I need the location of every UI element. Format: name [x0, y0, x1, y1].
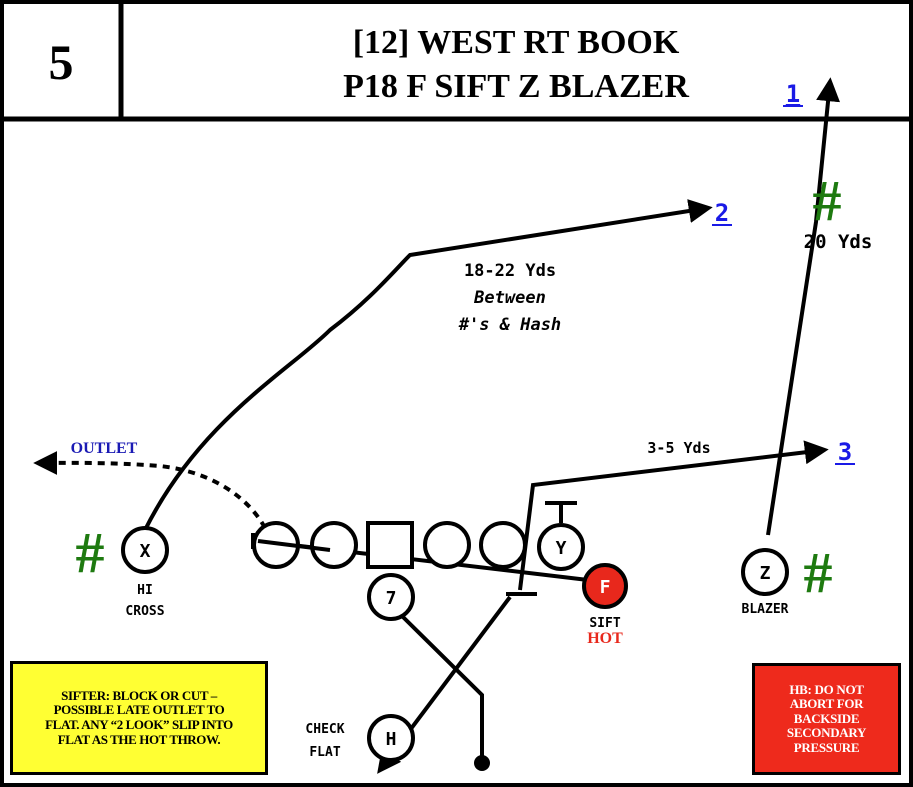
- hash-marker-z-route: #: [813, 168, 842, 233]
- player-f: [582, 563, 628, 609]
- x-route-label-1: HI: [137, 583, 153, 598]
- play-number: 5: [49, 34, 74, 90]
- f-sift-path-overlay: [257, 539, 331, 552]
- h-route-label-1: CHECK: [305, 722, 344, 737]
- z-depth-label: 20 Yds: [804, 231, 873, 253]
- player-x: [121, 526, 169, 574]
- x-hi-cross-route: [143, 199, 713, 531]
- player-z: [741, 548, 789, 596]
- player-z-label: Z: [760, 563, 771, 584]
- z-route-label: BLAZER: [742, 602, 789, 617]
- right-guard: [423, 521, 471, 569]
- qb-drop-path: [400, 614, 484, 760]
- read-number-1: 1: [786, 80, 800, 108]
- qb-launch-point: [474, 755, 490, 771]
- player-h: [367, 714, 415, 762]
- sifter-coaching-note: SIFTER: BLOCK OR CUT – POSSIBLE LATE OUT…: [10, 661, 268, 775]
- x-depth-note-2: #'s & Hash: [458, 315, 561, 335]
- play-title-line-2: P18 F SIFT Z BLAZER: [343, 68, 689, 105]
- f-route-label: SIFT: [589, 616, 620, 631]
- x-depth-label: 18-22 Yds: [464, 261, 556, 281]
- right-tackle: [479, 521, 527, 569]
- f-outlet-route: [33, 450, 267, 529]
- hash-marker-z: #: [804, 540, 833, 605]
- player-y: [537, 523, 585, 571]
- player-qb: [367, 573, 415, 621]
- y-depth-label: 3-5 Yds: [647, 439, 710, 457]
- read-number-3: 3: [838, 438, 852, 466]
- outlet-label: OUTLET: [71, 440, 138, 457]
- h-route-label-2: FLAT: [309, 745, 340, 760]
- player-y-label: Y: [556, 538, 567, 559]
- player-h-label: H: [386, 729, 397, 750]
- play-title-line-1: [12] WEST RT BOOK: [353, 24, 680, 61]
- player-f-label: F: [600, 577, 611, 598]
- hash-marker-x: #: [76, 520, 105, 585]
- player-x-label: X: [140, 541, 151, 562]
- x-route-label-2: CROSS: [125, 604, 164, 619]
- f-hot-label: HOT: [587, 630, 623, 647]
- hb-coaching-note: HB: DO NOT ABORT FOR BACKSIDE SECONDARY …: [752, 663, 901, 775]
- x-depth-note-1: Between: [473, 288, 546, 308]
- center: [366, 521, 414, 569]
- z-blazer-route: [766, 77, 841, 536]
- player-qb-label: 7: [386, 588, 397, 609]
- left-guard: [310, 521, 358, 569]
- read-number-2: 2: [715, 199, 729, 227]
